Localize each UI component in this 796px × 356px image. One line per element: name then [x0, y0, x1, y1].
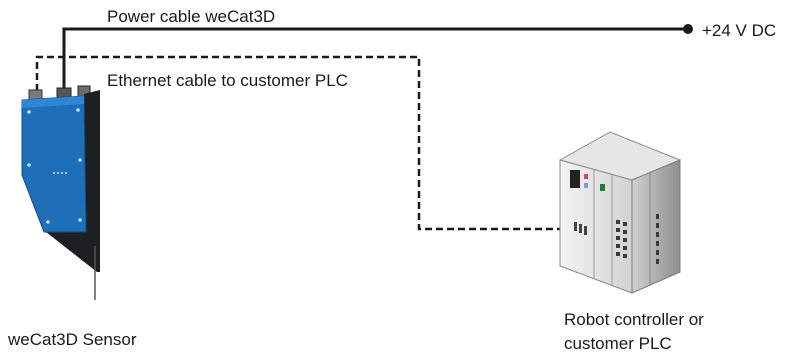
wecat3d-sensor	[21, 85, 100, 300]
power-cable	[62, 24, 693, 92]
power-cable-label: Power cable weCat3D	[107, 7, 276, 26]
robot-controller-cabinet	[558, 131, 682, 294]
controller-ethernet-port	[574, 222, 587, 235]
ethernet-cable-label: Ethernet cable to customer PLC	[107, 71, 348, 90]
power-terminal-dot	[683, 24, 693, 34]
controller-label: Robot controller or customer PLC	[564, 308, 704, 356]
controller-label-line1: Robot controller or	[564, 310, 704, 329]
supply-voltage-label: +24 V DC	[702, 21, 777, 40]
controller-display	[570, 170, 580, 188]
ethernet-cable	[35, 55, 588, 231]
status-led-icon	[53, 172, 67, 174]
sensor-optics	[46, 232, 100, 272]
sensor-label: weCat3D Sensor	[8, 330, 137, 349]
controller-label-line2: customer PLC	[564, 334, 672, 353]
